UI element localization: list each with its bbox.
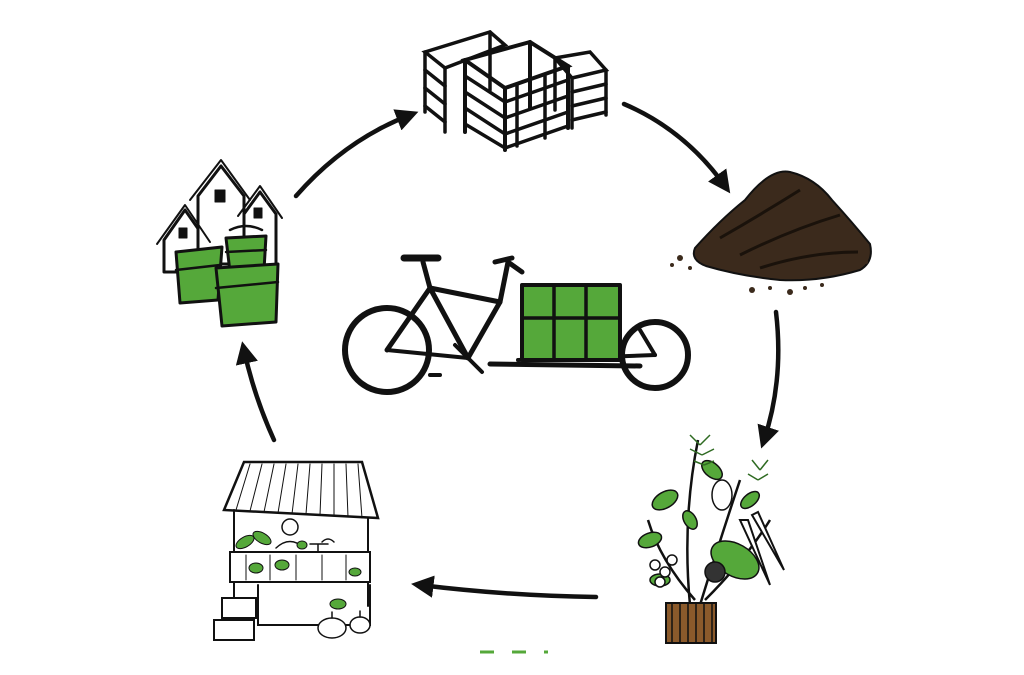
cycle-arrows [235, 101, 781, 600]
soil-pile-icon [670, 170, 872, 295]
planter-box [665, 602, 717, 644]
arrow-vegetables-to-market [411, 575, 599, 600]
arrow-houses-to-bins [293, 109, 419, 199]
vegetable-plants-icon [637, 434, 785, 644]
market-stall-icon [213, 460, 380, 641]
compost-bins-icon [421, 30, 610, 152]
houses-with-bins-icon [156, 159, 283, 328]
arrow-soil-to-vegetables [757, 309, 781, 449]
cargo-bike-icon [342, 254, 691, 395]
arrow-market-to-houses [235, 341, 277, 443]
arrow-bins-to-soil [621, 101, 731, 194]
